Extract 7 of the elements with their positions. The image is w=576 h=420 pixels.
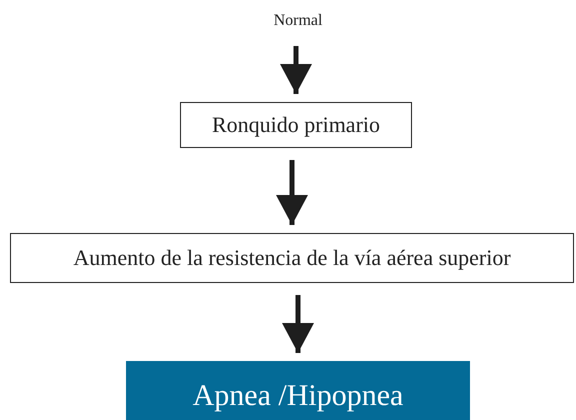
label-text: Normal (248, 8, 348, 34)
process-box: Apnea /Hipopnea (126, 361, 470, 420)
process-box: Aumento de la resistencia de la vía aérea superior (10, 233, 574, 283)
arrow (280, 46, 312, 94)
arrow (276, 160, 308, 225)
arrow (282, 295, 314, 353)
process-box: Ronquido primario (180, 102, 412, 148)
